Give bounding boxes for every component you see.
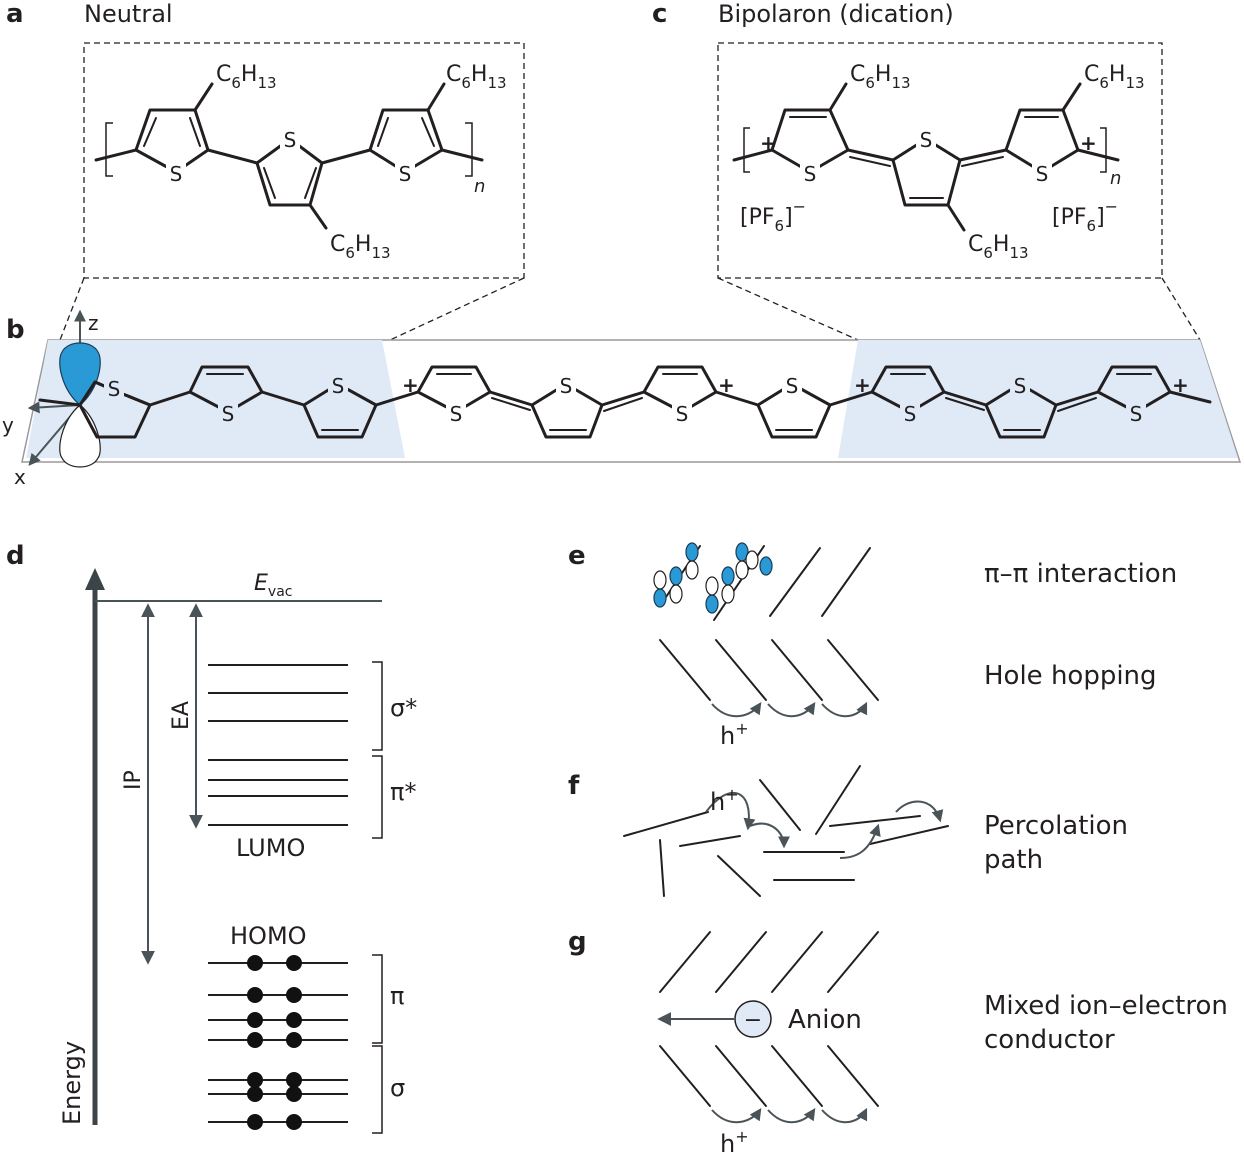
sigma-label: σ [390,1074,405,1102]
panel-letter-e: e [568,541,586,571]
anion-circle [734,1000,772,1038]
panel-g: g h+ − Anion Mixed ion–electron conducto… [568,927,1228,1158]
hexyl-label: C6H13 [330,232,391,262]
pi-star-label: π* [390,778,416,806]
sulfur-label: S [284,128,297,152]
mixed-conductor-label-line1: Mixed ion–electron [984,991,1228,1021]
panel-c-title: Bipolaron (dication) [718,0,954,28]
positive-charge: + [402,373,419,397]
anion: − Anion [657,1000,862,1038]
homo-label: HOMO [230,922,307,950]
bipolaron-segment-highlight [838,340,1238,458]
positive-charge: + [854,373,871,397]
svg-text:C6H13: C6H13 [968,232,1029,262]
panel-d: d Energy Evac IP EA σ* π* LUMO [6,541,417,1134]
anion-sign: − [744,1008,762,1033]
sulfur-label: S [170,162,183,186]
sulfur-label: S [222,402,235,426]
sulfur-label: S [450,402,463,426]
polythiophene-chain: S S S S S S S S S S + + + + [38,365,1212,439]
neutral-polymer-structure: S S S C6H13 C6H13 C6H13 n [94,62,507,262]
pi-levels: π [208,954,404,1048]
sulfur-label: S [1014,374,1027,398]
sulfur-label: S [1130,402,1143,426]
hole-hopping-chains: h+ [659,639,879,750]
hole-label: h+ [720,1127,749,1158]
hole-label: h+ [710,785,739,816]
energy-axis-label: Energy [58,1041,86,1125]
sigma-star-label: σ* [390,694,417,722]
hexyl-label: C6H13 [1084,62,1145,92]
sulfur-label: S [904,402,917,426]
counterion-pf6: [PF6]− [1052,197,1118,235]
pi-pi-interaction-label: π–π interaction [984,559,1177,589]
vacuum-level-label: Evac [254,571,292,600]
hexyl-label: C6H13 [850,62,911,92]
panel-a-title: Neutral [84,0,173,28]
svg-text:C6H13: C6H13 [850,62,911,92]
anion-label: Anion [788,1005,862,1035]
chain-plane [21,339,1242,463]
positive-charge: + [718,373,735,397]
ea-label: EA [169,701,194,730]
sulfur-label: S [804,162,817,186]
panel-a: a Neutral [6,0,525,279]
svg-text:C6H13: C6H13 [216,62,277,92]
ip-label: IP [121,770,146,790]
positive-charge: + [760,131,777,155]
mixed-conductor-label-line2: conductor [984,1025,1115,1055]
svg-text:C6H13: C6H13 [446,62,507,92]
panel-letter-d: d [6,541,25,571]
axis-z-label: z [88,311,99,335]
pi-stacking-orbitals [653,542,773,621]
axis-y-label: y [2,413,14,437]
svg-text:[PF6]−: [PF6]− [1052,197,1118,235]
mixed-conductor-chains: h+ [659,931,879,1158]
hexyl-label: C6H13 [216,62,277,92]
sulfur-label: S [920,128,933,152]
panel-e: e π–π interaction [568,541,1177,750]
sigma-levels: σ [208,1045,405,1134]
sulfur-label: S [560,374,573,398]
repeat-n: n [474,176,485,197]
panel-f: f h+ Percolation path [568,765,1128,897]
hole-label: h+ [720,719,749,750]
panel-b: b z y x [2,277,1242,489]
panel-c: c Bipolaron (dication) [652,0,1163,279]
panel-letter-c: c [652,0,667,29]
hole-hopping-label: Hole hopping [984,661,1157,691]
sulfur-label: S [399,162,412,186]
panel-c-box [717,42,1163,279]
sigma-star-levels: σ* [208,661,417,751]
lumo-label: LUMO [236,834,305,862]
panel-letter-a: a [6,0,24,29]
pi-star-levels: π* [208,755,416,839]
panel-letter-g: g [568,927,587,957]
positive-charge: + [1172,373,1189,397]
sulfur-label: S [676,402,689,426]
percolation-label-line2: path [984,845,1043,875]
hexyl-label: C6H13 [968,232,1029,262]
positive-charge: + [1080,131,1097,155]
hexyl-label: C6H13 [446,62,507,92]
axis-x-label: x [14,465,26,489]
neutral-segment-highlight [26,340,405,458]
svg-text:[PF6]−: [PF6]− [740,197,806,235]
pi-label: π [390,982,404,1010]
bipolaron-structure: S S S + + C6H13 C6H13 C6H13 n [PF6]− [732,62,1145,262]
percolation-label-line1: Percolation [984,811,1128,841]
svg-text:C6H13: C6H13 [1084,62,1145,92]
sulfur-label: S [108,377,121,401]
svg-text:C6H13: C6H13 [330,232,391,262]
repeat-n: n [1110,168,1121,189]
panel-a-box [83,42,525,279]
percolation-network: h+ [623,765,949,897]
counterion-pf6: [PF6]− [740,197,806,235]
panel-letter-b: b [6,315,25,345]
panel-letter-f: f [568,771,580,801]
sulfur-label: S [786,374,799,398]
sulfur-label: S [1036,162,1049,186]
sulfur-label: S [332,374,345,398]
